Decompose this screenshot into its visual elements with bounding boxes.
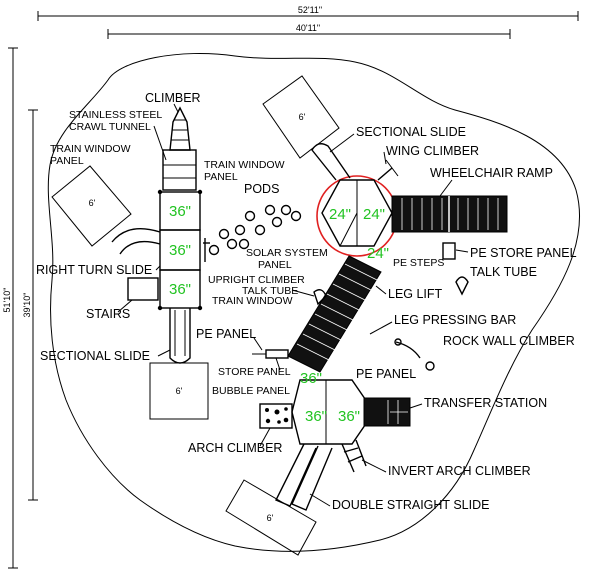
- left-deck-2-height: 36": [169, 242, 191, 259]
- label-pe-store-panel: PE STORE PANEL: [470, 246, 577, 260]
- label-stairs: STAIRS: [86, 307, 130, 321]
- label-train-window-top-2: PANEL: [204, 171, 238, 183]
- label-climber: CLIMBER: [145, 91, 201, 105]
- label-talk-tube-mid: TALK TUBE: [242, 285, 298, 297]
- wing-climber: [377, 167, 393, 181]
- label-pe-panel-right: PE PANEL: [356, 367, 416, 381]
- pods: [208, 204, 302, 256]
- left-deck-1-height: 36": [169, 203, 191, 220]
- label-store-panel: STORE PANEL: [218, 366, 291, 378]
- label-invert-arch-climber: INVERT ARCH CLIMBER: [388, 464, 531, 478]
- talk-tube-right: [455, 276, 469, 296]
- label-pe-panel-left: PE PANEL: [196, 327, 256, 341]
- label-train-window-mid: TRAIN WINDOW: [212, 295, 293, 307]
- bubble-panel: [259, 403, 293, 429]
- label-train-window-left-2: PANEL: [50, 155, 84, 167]
- svg-text:6': 6': [299, 112, 306, 122]
- inner-height-label: 39'10": [22, 293, 32, 318]
- climber: [169, 106, 191, 151]
- label-right-turn-slide: RIGHT TURN SLIDE: [36, 263, 152, 277]
- label-pods: PODS: [244, 182, 279, 196]
- invert-arch-climber: [341, 439, 367, 473]
- label-arch-climber: ARCH CLIMBER: [188, 441, 282, 455]
- label-pe-steps: PE STEPS: [393, 257, 444, 269]
- label-crawl-tunnel-2: CRAWL TUNNEL: [69, 121, 151, 133]
- right-turn-slide: [111, 228, 161, 255]
- store-panel: [265, 349, 289, 359]
- label-double-straight-slide: DOUBLE STRAIGHT SLIDE: [332, 498, 489, 512]
- lower-hex-top-height: 36": [300, 370, 322, 387]
- use-zone-bottom: 6': [225, 479, 317, 556]
- label-solar-system-1: SOLAR SYSTEM: [246, 247, 328, 259]
- label-train-window-top-1: TRAIN WINDOW: [204, 159, 285, 171]
- left-tower: 36" 36" 36": [111, 106, 210, 364]
- rock-wall-climber: [425, 361, 435, 371]
- label-leg-pressing-bar: LEG PRESSING BAR: [394, 313, 516, 327]
- label-rock-wall-climber: ROCK WALL CLIMBER: [443, 334, 575, 348]
- left-deck-3: [159, 269, 201, 309]
- leg-pressing-bar: [395, 341, 421, 359]
- talk-tube-mid: [313, 289, 327, 306]
- use-zone-left-bottom: 6': [149, 362, 209, 420]
- lower-hex-left-height: 36": [305, 408, 327, 425]
- label-solar-system-2: PANEL: [258, 259, 292, 271]
- label-sectional-slide-top: SECTIONAL SLIDE: [356, 125, 466, 139]
- top-hex-left-height: 24": [329, 206, 351, 223]
- use-zone-top: 6': [262, 75, 340, 159]
- label-leg-lift: LEG LIFT: [388, 287, 443, 301]
- svg-text:6': 6': [267, 513, 274, 523]
- use-zone-left-top: 6': [51, 165, 132, 247]
- top-hex-right-height: 24": [363, 206, 385, 223]
- overall-height-label: 51'10": [2, 288, 12, 313]
- dimension-lines: 52'11" 40'11" 51'10" 39'10": [2, 5, 579, 569]
- wheelchair-ramp: [391, 195, 508, 233]
- label-sectional-slide-left: SECTIONAL SLIDE: [40, 349, 150, 363]
- overall-width-label: 52'11": [298, 5, 322, 15]
- label-transfer-station: TRANSFER STATION: [424, 396, 547, 410]
- lower-hex-right-height: 36": [338, 408, 360, 425]
- safety-zone-outline: [47, 53, 581, 552]
- double-straight-slide: [275, 443, 333, 511]
- label-bubble-panel: BUBBLE PANEL: [212, 385, 290, 397]
- inner-width-label: 40'11": [296, 23, 320, 33]
- lower-hex-tower: 36" 36" 36": [259, 370, 411, 511]
- equipment-labels: CLIMBER STAINLESS STEEL CRAWL TUNNEL TRA…: [36, 91, 577, 512]
- top-hex-tower: 24" 24" 24": [311, 143, 399, 262]
- sectional-slide-left: [169, 308, 191, 364]
- label-upright-climber: UPRIGHT CLIMBER: [208, 274, 305, 286]
- label-wheelchair-ramp: WHEELCHAIR RAMP: [430, 166, 553, 180]
- left-deck-3-height: 36": [169, 281, 191, 298]
- svg-text:6': 6': [89, 198, 96, 208]
- svg-text:6': 6': [176, 386, 183, 396]
- pe-store-panel: [442, 242, 456, 260]
- label-crawl-tunnel-1: STAINLESS STEEL: [69, 109, 162, 121]
- stairs: [127, 277, 159, 301]
- top-hex-bottom-height: 24": [367, 245, 389, 262]
- diagonal-ramp: [287, 255, 382, 373]
- label-wing-climber: WING CLIMBER: [386, 144, 479, 158]
- sectional-slide-top: [311, 143, 351, 181]
- label-talk-tube-right: TALK TUBE: [470, 265, 537, 279]
- label-train-window-left-1: TRAIN WINDOW: [50, 143, 131, 155]
- stainless-steel-crawl-tunnel: [162, 149, 197, 191]
